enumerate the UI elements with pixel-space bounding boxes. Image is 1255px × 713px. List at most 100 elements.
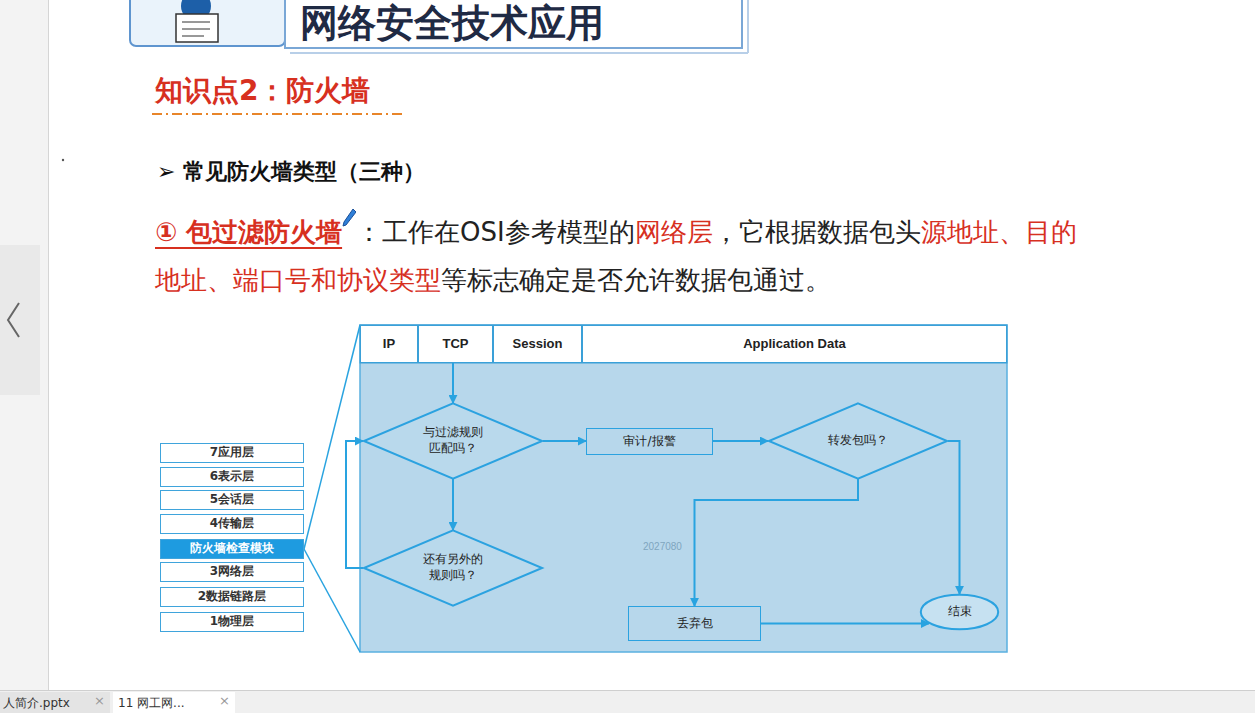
osi-layer-box: 1物理层	[160, 612, 304, 632]
node-label: 还有另外的规则吗？	[422, 552, 484, 583]
node-label: 5会话层	[210, 492, 254, 508]
node-text-group: IP	[383, 336, 395, 353]
tab-title: 11 网工网...	[118, 695, 185, 712]
decision-diamond: 转发包吗？	[768, 403, 948, 479]
node-text-group: Session	[513, 336, 563, 353]
node-label: 1物理层	[210, 614, 254, 630]
pencil-body	[343, 209, 356, 226]
osi-layer-box: 3网络层	[160, 562, 304, 582]
taskbar	[0, 690, 1255, 713]
osi-layer-box: 5会话层	[160, 490, 304, 510]
node-label: 防火墙检查模块	[190, 541, 274, 557]
node-label: 转发包吗？	[828, 433, 888, 449]
terminal-ellipse: 结束	[920, 594, 999, 630]
nav-button	[0, 245, 40, 395]
body-text: ，它根据数据包头	[713, 217, 921, 247]
node-text-group: 审计/报警	[623, 434, 675, 450]
nav-chevron	[8, 303, 19, 337]
node-text-group: 结束	[948, 604, 972, 620]
diamond-shape	[364, 530, 542, 605]
highlight-text: 网络层	[635, 217, 713, 247]
body-text: 等标志确定是否允许数据包通过。	[441, 265, 831, 295]
header-icon-paper	[176, 14, 218, 42]
osi-layer-box: 4传输层	[160, 514, 304, 534]
firewall-module-box: 防火墙检查模块	[160, 539, 304, 559]
node-text-group: 2数据链路层	[198, 589, 266, 605]
title-banner	[285, 0, 742, 48]
connector	[761, 623, 929, 625]
diamond-shape	[364, 403, 542, 478]
node-text-group: 丢弃包	[677, 616, 713, 632]
body-text: ：工作在OSI参考模型的	[356, 217, 635, 247]
node-text-group: 还有另外的规则吗？	[422, 552, 484, 583]
decision-diamond: 与过滤规则匹配吗？	[363, 403, 543, 479]
firewall-panel	[360, 325, 1007, 652]
paragraph: ① 包过滤防火墙：工作在OSI参考模型的网络层，它根据数据包头源地址、目的地址、…	[155, 208, 1100, 304]
header-icon-line	[182, 22, 210, 23]
node-label: TCP	[443, 336, 469, 353]
connector	[452, 479, 454, 530]
dot	[62, 159, 64, 161]
zoom-line	[304, 325, 360, 549]
header-icon-line	[182, 29, 210, 30]
node-label: 与过滤规则匹配吗？	[422, 425, 484, 456]
bullet-heading: ➢ 常见防火墙类型（三种）	[157, 157, 425, 187]
node-text-group: 防火墙检查模块	[190, 541, 274, 557]
connector	[713, 440, 768, 442]
tab-close: ×	[219, 693, 230, 708]
node-text-group: Application Data	[743, 336, 846, 353]
node-text-group: 5会话层	[210, 492, 254, 508]
tab	[0, 692, 110, 713]
node-label: IP	[383, 336, 395, 353]
osi-layer-box: 7应用层	[160, 443, 304, 463]
ellipse-shape	[921, 595, 998, 630]
node-label: Session	[513, 336, 563, 353]
header-field-cell: TCP	[418, 325, 493, 363]
node-label: 3网络层	[210, 564, 254, 580]
connector	[452, 363, 454, 403]
node-label: 4传输层	[210, 516, 254, 532]
title-banner-shadow	[747, 0, 749, 53]
tab	[113, 692, 235, 713]
osi-layer-box: 6表示层	[160, 467, 304, 487]
node-label: 结束	[948, 604, 972, 620]
header-field-cell: Application Data	[582, 325, 1007, 363]
section-heading: 知识点2：防火墙	[155, 72, 370, 110]
node-label: 6表示层	[210, 469, 254, 485]
connector	[695, 479, 859, 606]
diamond-shape	[769, 403, 947, 478]
process-box: 丢弃包	[628, 606, 761, 641]
packet-header-strip	[360, 325, 1007, 363]
osi-layer-box: 2数据链路层	[160, 587, 304, 607]
connector	[543, 440, 586, 442]
node-text-group: 7应用层	[210, 445, 254, 461]
node-label: 7应用层	[210, 445, 254, 461]
tab-title: 人简介.pptx	[3, 695, 70, 712]
pencil-icon	[342, 208, 356, 230]
node-label: 2数据链路层	[198, 589, 266, 605]
node-text-group: 3网络层	[210, 564, 254, 580]
header-field-cell: Session	[493, 325, 582, 363]
left-strip	[0, 0, 48, 690]
decision-diamond: 还有另外的规则吗？	[363, 530, 543, 606]
term: ① 包过滤防火墙	[155, 217, 342, 247]
node-label: 丢弃包	[677, 616, 713, 632]
connector	[346, 441, 363, 568]
node-text-group: 6表示层	[210, 469, 254, 485]
slide-edge	[48, 0, 49, 690]
header-field-cell: IP	[360, 325, 418, 363]
slide-title: 网络安全技术应用	[300, 1, 604, 45]
node-text-group: 4传输层	[210, 516, 254, 532]
watermark: 2027080	[643, 541, 682, 552]
process-box: 审计/报警	[586, 428, 713, 455]
heading-underline	[152, 113, 405, 115]
node-label: 审计/报警	[623, 434, 675, 450]
header-icon-line	[182, 36, 204, 37]
taskbar-edge	[0, 690, 1255, 691]
tab-close: ×	[94, 693, 105, 708]
connector	[948, 441, 960, 594]
title-banner-shadow	[290, 52, 748, 54]
node-text-group: 与过滤规则匹配吗？	[422, 425, 484, 456]
zoom-line	[304, 549, 360, 652]
